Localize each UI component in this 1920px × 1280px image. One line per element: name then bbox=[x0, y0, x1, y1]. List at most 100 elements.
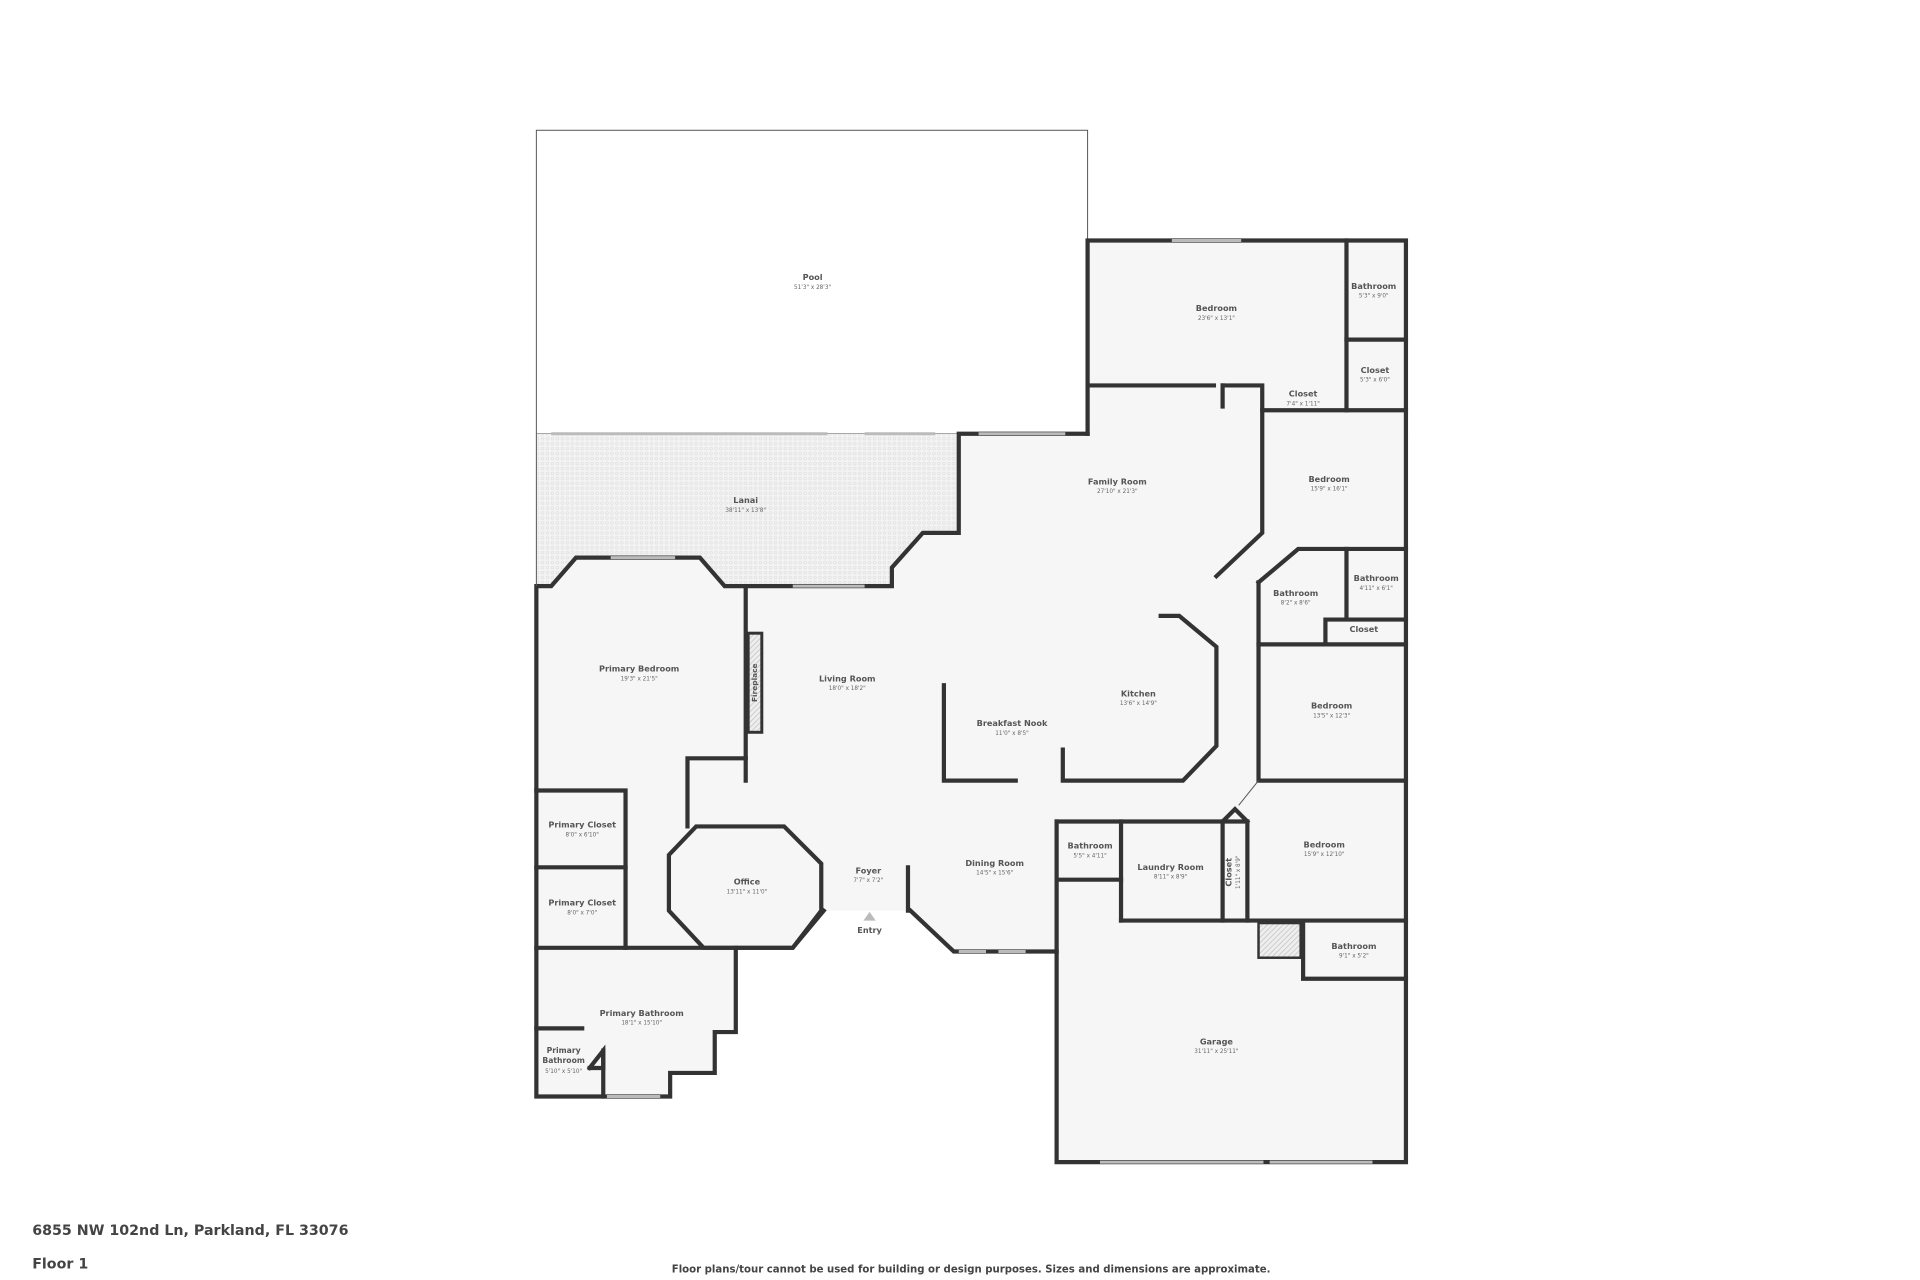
interior-floor bbox=[536, 240, 1406, 1163]
svg-text:Bathroom: Bathroom bbox=[1331, 941, 1376, 951]
svg-text:13'11" x 11'0": 13'11" x 11'0" bbox=[727, 889, 768, 895]
svg-text:13'6" x 14'9": 13'6" x 14'9" bbox=[1120, 701, 1157, 707]
svg-text:Bedroom: Bedroom bbox=[1308, 474, 1349, 484]
svg-text:Foyer: Foyer bbox=[855, 865, 881, 875]
address: 6855 NW 102nd Ln, Parkland, FL 33076 bbox=[32, 1223, 348, 1239]
fireplace-label: Fireplace bbox=[750, 663, 759, 702]
room-bathroom-top: Bathroom 5'3" x 9'0" bbox=[1351, 281, 1396, 300]
svg-text:Bathroom: Bathroom bbox=[1067, 841, 1112, 851]
interior-walls bbox=[534, 238, 1409, 1099]
room-foyer: Foyer 7'7" x 7'2" bbox=[853, 865, 883, 884]
room-bathroom-2: Bathroom 8'2" x 8'6" bbox=[1273, 588, 1318, 607]
svg-text:31'11" x 25'11": 31'11" x 25'11" bbox=[1194, 1049, 1239, 1055]
svg-text:5'10" x 5'10": 5'10" x 5'10" bbox=[545, 1069, 582, 1075]
svg-text:Bathroom: Bathroom bbox=[1351, 281, 1396, 291]
svg-text:Laundry Room: Laundry Room bbox=[1137, 862, 1203, 872]
entry-arrow-icon bbox=[863, 911, 876, 921]
svg-text:Primary Bedroom: Primary Bedroom bbox=[599, 664, 679, 674]
room-primary-closet-1: Primary Closet 8'0" x 6'10" bbox=[548, 820, 616, 839]
svg-text:23'6" x 13'1": 23'6" x 13'1" bbox=[1198, 316, 1235, 322]
svg-text:Bathroom: Bathroom bbox=[1354, 573, 1399, 583]
svg-text:Kitchen: Kitchen bbox=[1121, 688, 1156, 698]
svg-text:15'9" x 12'10": 15'9" x 12'10" bbox=[1304, 852, 1345, 858]
room-bedroom-3: Bedroom 13'5" x 12'3" bbox=[1311, 701, 1352, 720]
svg-text:Lanai: Lanai bbox=[733, 495, 758, 505]
entry-label: Entry bbox=[857, 925, 882, 935]
room-primary-closet-2: Primary Closet 8'0" x 7'0" bbox=[548, 898, 616, 917]
svg-text:Living Room: Living Room bbox=[819, 673, 876, 683]
room-closet-small: Closet 7'4" x 1'11" bbox=[1286, 389, 1320, 408]
room-office: Office 13'11" x 11'0" bbox=[727, 877, 768, 896]
room-lanai: Lanai 38'11" x 13'8" bbox=[725, 495, 766, 514]
disclaimer: Floor plans/tour cannot be used for buil… bbox=[672, 1264, 1271, 1275]
svg-text:38'11" x 13'8": 38'11" x 13'8" bbox=[725, 508, 766, 514]
svg-text:7'4" x 1'11": 7'4" x 1'11" bbox=[1286, 401, 1320, 407]
svg-text:4'11" x 6'1": 4'11" x 6'1" bbox=[1359, 586, 1393, 592]
room-bathroom-4: Bathroom 5'5" x 4'11" bbox=[1067, 841, 1112, 860]
svg-text:Primary Closet: Primary Closet bbox=[548, 898, 616, 908]
svg-text:19'3" x 21'5": 19'3" x 21'5" bbox=[621, 676, 658, 682]
svg-text:Primary Closet: Primary Closet bbox=[548, 820, 616, 830]
svg-text:Bedroom: Bedroom bbox=[1304, 839, 1345, 849]
svg-text:51'3" x 28'3": 51'3" x 28'3" bbox=[794, 285, 831, 291]
svg-text:18'0" x 18'2": 18'0" x 18'2" bbox=[829, 686, 866, 692]
svg-text:5'3" x 6'0": 5'3" x 6'0" bbox=[1360, 378, 1390, 384]
svg-text:18'1" x 15'10": 18'1" x 15'10" bbox=[621, 1021, 662, 1027]
svg-text:5'3" x 9'0": 5'3" x 9'0" bbox=[1359, 293, 1389, 299]
room-living-room: Living Room 18'0" x 18'2" bbox=[819, 673, 876, 692]
chimney-hatch bbox=[1257, 921, 1302, 959]
room-kitchen: Kitchen 13'6" x 14'9" bbox=[1120, 688, 1157, 707]
room-dining-room: Dining Room 14'5" x 15'6" bbox=[965, 858, 1024, 877]
exterior-walls bbox=[534, 238, 1409, 1165]
svg-text:Office: Office bbox=[734, 877, 761, 887]
room-laundry: Laundry Room 8'11" x 8'9" bbox=[1137, 862, 1203, 881]
svg-text:8'2" x 8'6": 8'2" x 8'6" bbox=[1281, 601, 1311, 607]
room-primary-bathroom: Primary Bathroom 18'1" x 15'10" bbox=[600, 1008, 684, 1027]
room-family-room: Family Room 27'10" x 21'3" bbox=[1088, 477, 1147, 496]
svg-text:Bathroom: Bathroom bbox=[1273, 588, 1318, 598]
svg-text:Primary Bathroom: Primary Bathroom bbox=[600, 1008, 684, 1018]
svg-text:Closet: Closet bbox=[1223, 858, 1233, 887]
room-bedroom-top: Bedroom 23'6" x 13'1" bbox=[1196, 303, 1237, 322]
svg-text:Bedroom: Bedroom bbox=[1311, 701, 1352, 711]
svg-text:Family Room: Family Room bbox=[1088, 477, 1147, 487]
room-labels: Pool 51'3" x 28'3" Bedroom 23'6" x 13'1" B… bbox=[542, 272, 1398, 1075]
svg-text:5'5" x 4'11": 5'5" x 4'11" bbox=[1073, 853, 1107, 859]
svg-text:15'9" x 16'1": 15'9" x 16'1" bbox=[1311, 487, 1348, 493]
svg-text:7'7" x 7'2": 7'7" x 7'2" bbox=[853, 878, 883, 884]
room-breakfast-nook: Breakfast Nook 11'0" x 8'5" bbox=[977, 718, 1048, 737]
room-closet-3: Closet bbox=[1349, 624, 1378, 634]
svg-text:1'11" x 8'9": 1'11" x 8'9" bbox=[1236, 855, 1242, 889]
room-bathroom-5: Bathroom 9'1" x 5'2" bbox=[1331, 941, 1376, 960]
room-bedroom-2: Bedroom 15'9" x 16'1" bbox=[1308, 474, 1349, 493]
svg-text:8'0" x 7'0": 8'0" x 7'0" bbox=[567, 910, 597, 916]
svg-text:11'0" x 8'5": 11'0" x 8'5" bbox=[995, 731, 1029, 737]
svg-text:14'5" x 15'6": 14'5" x 15'6" bbox=[976, 871, 1013, 877]
fireplace bbox=[746, 631, 764, 734]
room-closet-top: Closet 5'3" x 6'0" bbox=[1360, 365, 1390, 384]
svg-text:13'5" x 12'3": 13'5" x 12'3" bbox=[1313, 713, 1350, 719]
svg-text:Closet: Closet bbox=[1289, 389, 1318, 399]
room-primary-bedroom: Primary Bedroom 19'3" x 21'5" bbox=[599, 664, 679, 683]
room-bedroom-4: Bedroom 15'9" x 12'10" bbox=[1304, 839, 1345, 858]
svg-text:Bedroom: Bedroom bbox=[1196, 303, 1237, 313]
svg-text:8'0" x 6'10": 8'0" x 6'10" bbox=[565, 832, 599, 838]
room-pool: Pool 51'3" x 28'3" bbox=[794, 272, 831, 291]
svg-text:8'11" x 8'9": 8'11" x 8'9" bbox=[1154, 874, 1188, 880]
room-bathroom-3: Bathroom 4'11" x 6'1" bbox=[1354, 573, 1399, 592]
svg-text:Garage: Garage bbox=[1200, 1036, 1234, 1046]
svg-text:Dining Room: Dining Room bbox=[965, 858, 1024, 868]
room-garage: Garage 31'11" x 25'11" bbox=[1194, 1036, 1239, 1055]
svg-text:Breakfast Nook: Breakfast Nook bbox=[977, 718, 1048, 728]
svg-text:27'10" x 21'3": 27'10" x 21'3" bbox=[1097, 489, 1138, 495]
svg-text:Closet: Closet bbox=[1349, 624, 1378, 634]
svg-text:Pool: Pool bbox=[803, 272, 823, 282]
svg-text:9'1" x 5'2": 9'1" x 5'2" bbox=[1339, 954, 1369, 960]
svg-text:Closet: Closet bbox=[1361, 365, 1390, 375]
floor-label: Floor 1 bbox=[32, 1257, 88, 1273]
lanai-area bbox=[536, 433, 959, 587]
